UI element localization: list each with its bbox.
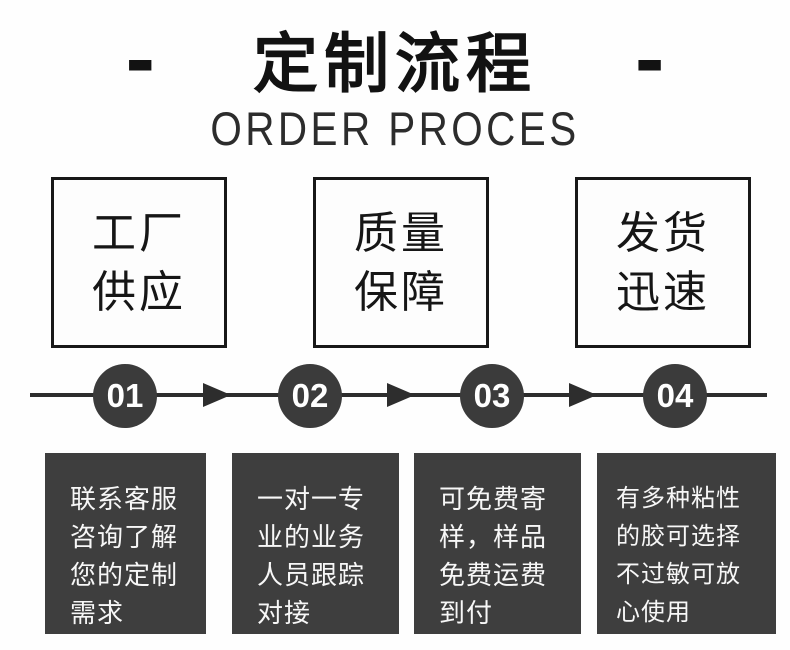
step-number: 04 [656,377,694,414]
page-title: 定制流程 [252,27,537,101]
step-detail-text: 可免费寄 样，样品 免费运费 到付 [439,484,548,628]
step-detail-one-on-one: 一对一专 业的业务 人员跟踪 对接 [232,453,399,634]
step-detail-free-sample: 可免费寄 样，样品 免费运费 到付 [414,453,581,634]
step-number: 02 [291,377,329,414]
step-number: 03 [473,377,511,414]
step-number: 01 [106,377,144,414]
arrow-right-icon [569,383,597,407]
feature-box-label: 质量 保障 [354,208,448,317]
feature-box-quality-assurance: 质量 保障 [313,177,489,348]
step-detail-contact-service: 联系客服 咨询了解 您的定制 需求 [45,453,206,634]
step-circle-04: 04 [643,364,707,428]
step-circle-03: 03 [460,364,524,428]
page-subtitle: ORDER PROCES [210,102,580,155]
feature-box-fast-shipping: 发货 迅速 [575,177,751,348]
title-row: - 定制流程 - [125,8,665,107]
step-detail-adhesive-options: 有多种粘性 的胶可选择 不过敏可放 心使用 [597,453,776,634]
feature-box-factory-supply: 工厂 供应 [51,177,227,348]
step-circle-02: 02 [278,364,342,428]
feature-box-label: 工厂 供应 [92,208,186,317]
step-circle-01: 01 [93,364,157,428]
step-detail-text: 一对一专 业的业务 人员跟踪 对接 [257,484,366,628]
step-detail-text: 联系客服 咨询了解 您的定制 需求 [70,484,179,628]
feature-box-label: 发货 迅速 [616,208,710,317]
arrow-right-icon [387,383,415,407]
step-detail-text: 有多种粘性 的胶可选择 不过敏可放 心使用 [616,485,741,626]
arrow-right-icon [203,383,231,407]
